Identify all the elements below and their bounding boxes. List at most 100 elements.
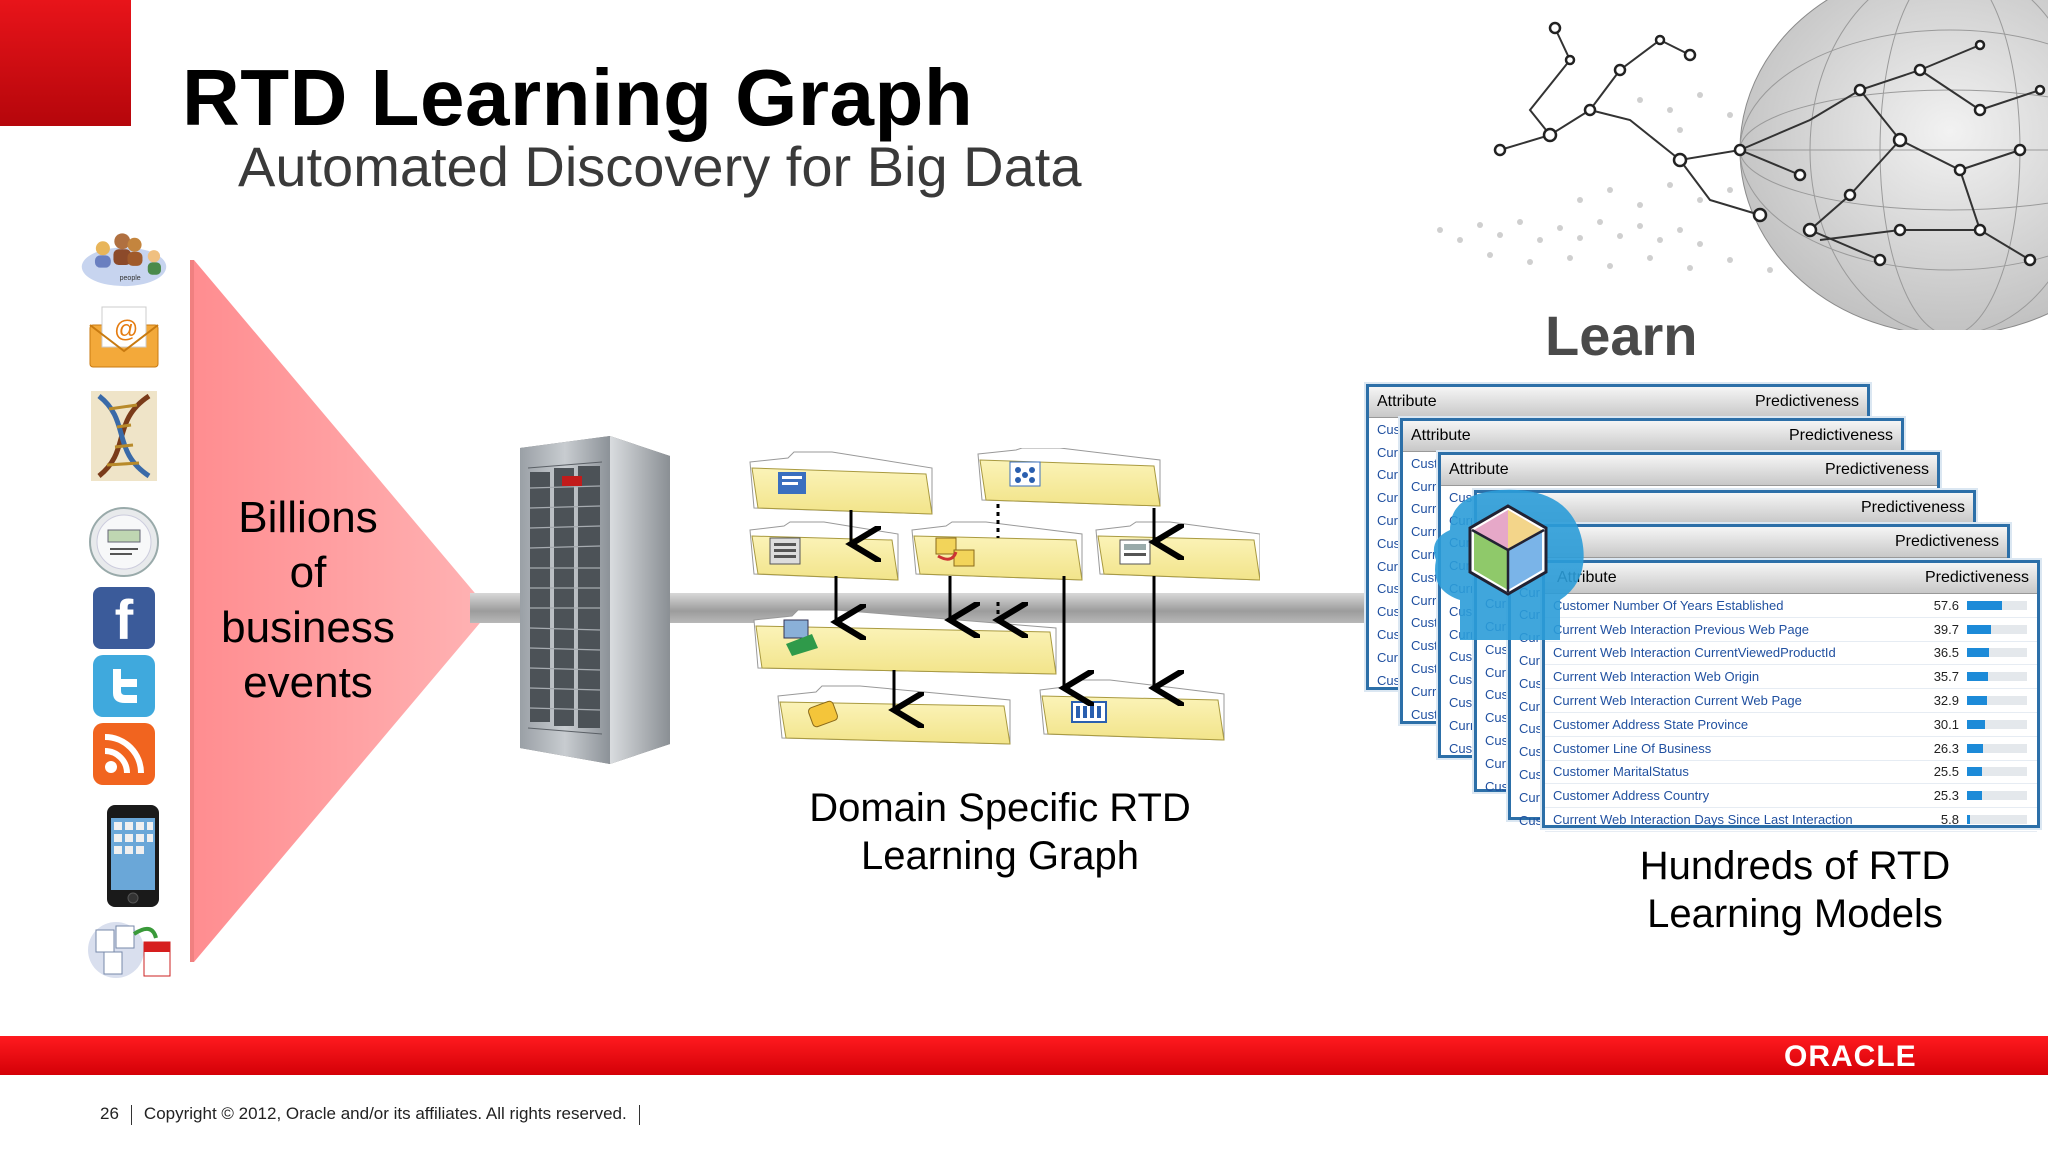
folder-node <box>753 609 1057 675</box>
graph-caption: Domain Specific RTD Learning Graph <box>760 784 1240 880</box>
folder-node <box>749 521 899 581</box>
stub-label: Cust <box>1519 744 1546 760</box>
predictiveness-rows: Customer Number Of Years Established 57.6… <box>1545 594 2037 832</box>
predictiveness-bar-fill <box>1967 791 1983 801</box>
brand-footer-band <box>0 1036 2048 1075</box>
predictiveness-bar <box>1967 791 2027 801</box>
stub-label: Curr <box>1377 467 1403 483</box>
rss-icon <box>80 710 168 798</box>
header-predictiveness: Predictiveness <box>1788 427 1893 444</box>
attribute-cell: Current Web Interaction Current Web Page <box>1553 693 1802 709</box>
stub-label: Curr <box>1519 789 1545 805</box>
predictiveness-bar <box>1967 719 2027 729</box>
attribute-cell: Current Web Interaction Days Since Last … <box>1553 812 1853 828</box>
stub-label: Cust <box>1377 627 1404 643</box>
predictiveness-bar-fill <box>1967 648 1989 658</box>
events-funnel-triangle <box>190 260 490 962</box>
attribute-cell: Customer Number Of Years Established <box>1553 597 1784 613</box>
stub-label: Cust <box>1377 581 1404 597</box>
table-row[interactable]: Current Web Interaction Days Since Last … <box>1545 808 2037 832</box>
table-row[interactable]: Current Web Interaction CurrentViewedPro… <box>1545 642 2037 666</box>
brain-head-icon <box>1433 489 1584 640</box>
stub-label: Curr <box>1411 524 1437 540</box>
predictiveness-bar-fill <box>1967 815 1971 825</box>
header-predictiveness: Predictiveness <box>1924 569 2029 586</box>
stub-label: Curr <box>1377 444 1403 460</box>
stub-label: Curr <box>1377 649 1403 665</box>
stub-label: Curr <box>1377 558 1403 574</box>
stub-label: Cust <box>1485 641 1512 657</box>
stub-label: Cust <box>1449 672 1476 688</box>
predictiveness-bar <box>1967 767 2027 777</box>
email-icon: @ <box>80 292 168 380</box>
folder-node <box>749 451 933 515</box>
header-attribute: Attribute <box>1411 427 1471 444</box>
stub-label: Cust <box>1411 569 1438 585</box>
predictiveness-bar <box>1967 624 2027 634</box>
stub-label: Cust <box>1449 649 1476 665</box>
funnel-line-2: of <box>289 548 327 597</box>
funnel-line-1: Billions <box>238 493 378 542</box>
predictiveness-value: 39.7 <box>1933 621 1959 637</box>
funnel-line-3: business <box>221 603 395 652</box>
copyright-text: Copyright © 2012, Oracle and/or its affi… <box>143 1104 627 1123</box>
table-row[interactable]: Current Web Interaction Current Web Page… <box>1545 689 2037 713</box>
predictiveness-value: 57.6 <box>1933 597 1959 613</box>
stub-label: Cust <box>1411 455 1438 471</box>
smartphone-icon <box>106 804 160 908</box>
twitter-icon <box>80 642 168 730</box>
stub-label: Curr <box>1411 592 1437 608</box>
stub-label: Curr <box>1449 717 1475 733</box>
stub-label: Curr <box>1377 513 1403 529</box>
brand-corner-block <box>0 0 131 126</box>
stub-label: Curr <box>1411 501 1437 517</box>
predictiveness-value: 25.5 <box>1933 764 1959 780</box>
predictiveness-bar <box>1967 600 2027 610</box>
stub-label: Cust <box>1485 710 1512 726</box>
stub-label: Cust <box>1485 687 1512 703</box>
header-predictiveness: Predictiveness <box>1824 461 1929 478</box>
predictiveness-bar-fill <box>1967 600 2002 610</box>
graph-caption-line-2: Learning Graph <box>861 834 1139 878</box>
predictiveness-bar-fill <box>1967 696 1987 706</box>
predictiveness-bar <box>1967 672 2027 682</box>
stub-label: Curr <box>1519 653 1545 669</box>
stub-label: Cust <box>1411 706 1438 722</box>
predictiveness-value: 25.3 <box>1933 788 1959 804</box>
predictiveness-bar <box>1967 743 2027 753</box>
stub-label: Curr <box>1411 547 1437 563</box>
predictiveness-value: 5.8 <box>1940 812 1959 828</box>
stub-label: Cust <box>1411 638 1438 654</box>
stub-label: Cust <box>1449 695 1476 711</box>
dna-icon <box>80 391 168 481</box>
folder-node <box>1039 679 1225 741</box>
header-predictiveness: Predictiveness <box>1754 393 1859 410</box>
stub-label: Cust <box>1519 812 1546 828</box>
folder-node <box>1095 521 1260 581</box>
predictiveness-bar-fill <box>1967 672 1989 682</box>
predictiveness-bar-fill <box>1967 767 1983 777</box>
slide-subtitle: Automated Discovery for Big Data <box>238 135 1082 198</box>
funnel-text: Billions of business events <box>198 490 418 710</box>
predictiveness-value: 32.9 <box>1933 693 1959 709</box>
table-row[interactable]: Current Web Interaction Previous Web Pag… <box>1545 618 2037 642</box>
stub-label: Cust <box>1377 604 1404 620</box>
table-row[interactable]: Customer Number Of Years Established 57.6 <box>1545 594 2037 618</box>
predictiveness-value: 30.1 <box>1933 716 1959 732</box>
facebook-icon: f <box>80 574 168 662</box>
predictiveness-value: 35.7 <box>1933 669 1959 685</box>
attribute-cell: Current Web Interaction CurrentViewedPro… <box>1553 645 1836 661</box>
header-attribute: Attribute <box>1377 393 1437 410</box>
network-globe-illustration <box>1437 0 2048 330</box>
folder-node <box>977 448 1161 507</box>
stub-label: Curr <box>1411 683 1437 699</box>
predictiveness-bar-fill <box>1967 624 1991 634</box>
stub-label: Cust <box>1519 767 1546 783</box>
stub-label: Cust <box>1519 675 1546 691</box>
